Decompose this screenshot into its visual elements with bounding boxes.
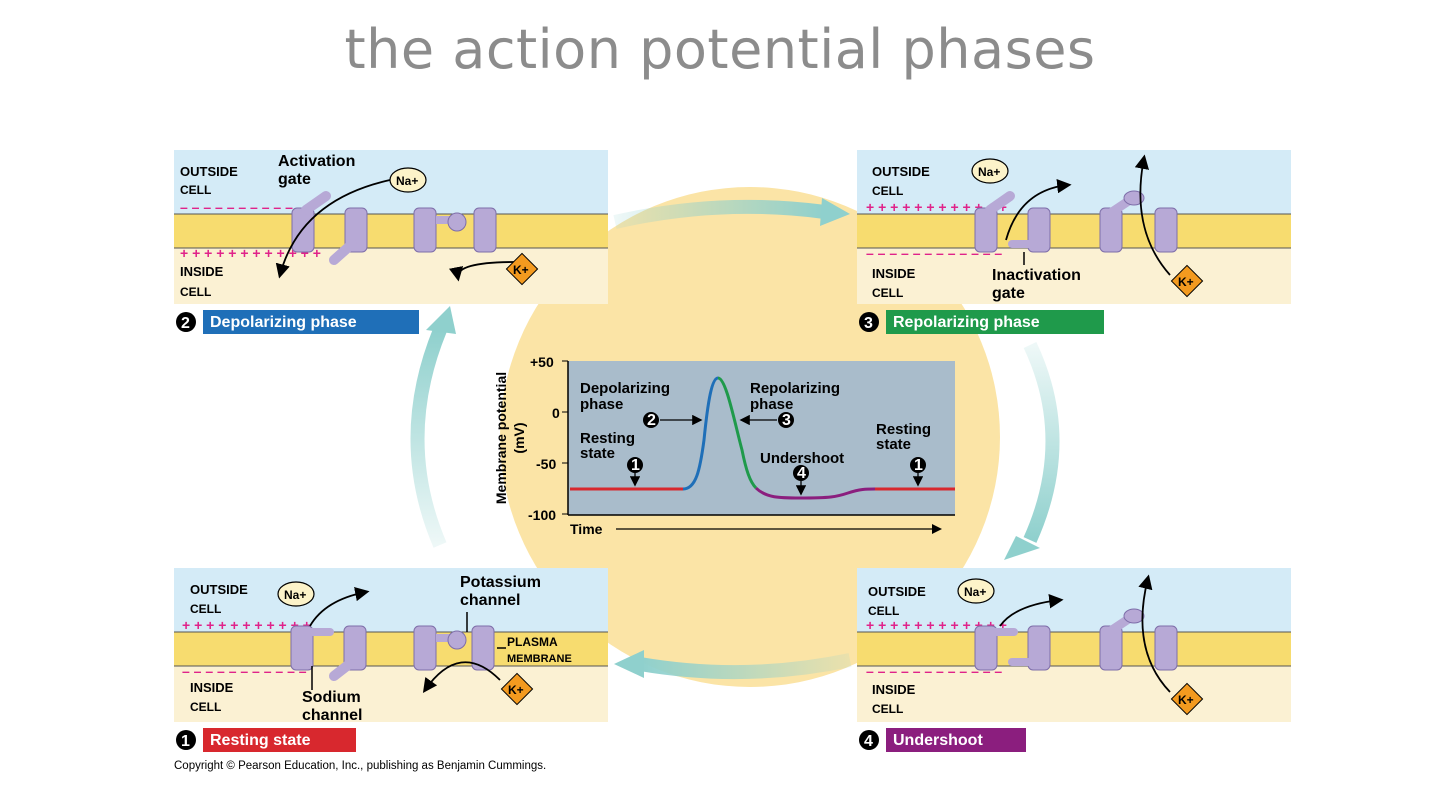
inside-label: Inside bbox=[190, 680, 234, 695]
undershoot-segment bbox=[754, 486, 876, 500]
charge-outside: – – – – – – – – – – – bbox=[180, 199, 305, 215]
panel-number: 3 bbox=[864, 315, 873, 332]
repolarizing-annotation-2: phase bbox=[750, 396, 793, 413]
resting-annotation: Resting bbox=[580, 430, 635, 447]
na-ion: Na+ bbox=[964, 585, 986, 599]
inside-label: Inside bbox=[872, 266, 916, 281]
y-axis-unit: (mV) bbox=[511, 422, 527, 453]
time-arrow-head bbox=[932, 524, 942, 534]
inside-cell-label: cell bbox=[872, 286, 903, 300]
cycle-arrow-head-bottom bbox=[614, 650, 644, 678]
inside-cell-label: cell bbox=[872, 702, 903, 716]
inactivation-gate-label-2: gate bbox=[992, 285, 1025, 302]
cycle-arrows bbox=[410, 198, 1060, 680]
panel-number: 2 bbox=[181, 315, 190, 332]
potassium-channel-label-2: channel bbox=[460, 592, 520, 609]
outside-cell-label: cell bbox=[868, 604, 899, 618]
depolarizing-annotation: Depolarizing bbox=[580, 380, 670, 397]
tick-label: -100 bbox=[528, 507, 556, 523]
potassium-channel-label: Potassium bbox=[460, 574, 541, 591]
outside-cell-label: cell bbox=[872, 184, 903, 198]
tick-label: -50 bbox=[536, 456, 556, 472]
plasma-membrane-label: Plasma bbox=[507, 635, 558, 649]
resting-annotation-right-2: state bbox=[876, 436, 911, 453]
outside-cell-label: cell bbox=[190, 602, 221, 616]
k-ion: K+ bbox=[1178, 693, 1194, 707]
inside-label: Inside bbox=[180, 264, 224, 279]
svg-text:+ + + + +: + + + + + + + + + + + + bbox=[866, 617, 1007, 633]
svg-text:– – – – –: – – – – – – – – – – – – bbox=[866, 663, 1002, 679]
na-ion: Na+ bbox=[284, 588, 306, 602]
outside-label: Outside bbox=[190, 582, 248, 597]
undershoot-annotation: Undershoot bbox=[760, 450, 844, 467]
tick-label: 0 bbox=[552, 405, 560, 421]
k-ion: K+ bbox=[1178, 275, 1194, 289]
repolarizing-annotation: Repolarizing bbox=[750, 380, 840, 397]
x-axis-label: Time bbox=[570, 521, 603, 537]
na-ion: Na+ bbox=[978, 165, 1000, 179]
activation-gate-label-2: gate bbox=[278, 171, 311, 188]
tick-label: +50 bbox=[530, 354, 554, 370]
k-ion: K+ bbox=[513, 263, 529, 277]
marker-4: 4 bbox=[797, 465, 806, 482]
inside-cell-label: cell bbox=[180, 285, 211, 299]
phase-label: Depolarizing phase bbox=[210, 314, 357, 331]
svg-text:+ + + + +: + + + + + + + + + + + bbox=[182, 617, 311, 633]
outside-label: Outside bbox=[180, 164, 238, 179]
inactivation-gate-label: Inactivation bbox=[992, 267, 1081, 284]
y-axis-label: Membrane potential bbox=[493, 372, 509, 504]
inside-label: Inside bbox=[872, 682, 916, 697]
marker-1: 1 bbox=[631, 457, 640, 474]
svg-text:– – – – –: – – – – – – – – – – – – bbox=[866, 245, 1002, 261]
phase-label: Repolarizing phase bbox=[893, 314, 1040, 331]
svg-text:– – – – –: – – – – – – – – – – – bbox=[182, 663, 307, 679]
outside-label: Outside bbox=[872, 164, 930, 179]
inside-cell-label: cell bbox=[190, 700, 221, 714]
marker-2: 2 bbox=[647, 412, 656, 429]
repolarizing-segment bbox=[717, 376, 758, 490]
resting-annotation-2: state bbox=[580, 445, 615, 462]
panel-resting: + + + + + + + + + + + – – – – – – – – – … bbox=[174, 568, 608, 752]
phase-label: Undershoot bbox=[893, 732, 983, 749]
panel-undershoot: + + + + + + + + + + + + – – – – – – – – … bbox=[857, 568, 1291, 752]
k-ion: K+ bbox=[508, 683, 524, 697]
slide-title: the action potential phases bbox=[344, 18, 1096, 81]
marker-3: 3 bbox=[782, 412, 791, 429]
marker-1-right: 1 bbox=[914, 457, 923, 474]
resting-annotation-right: Resting bbox=[876, 421, 931, 438]
copyright-notice: Copyright © Pearson Education, Inc., pub… bbox=[174, 760, 547, 772]
depolarizing-annotation-2: phase bbox=[580, 396, 623, 413]
activation-gate-label: Activation bbox=[278, 153, 355, 170]
panel-depolarizing: – – – – – – – – – – – + + + + + + + + + … bbox=[174, 150, 608, 334]
cycle-arrow-head-left bbox=[426, 306, 456, 334]
plasma-membrane-label-2: membrane bbox=[507, 653, 572, 665]
panel-number: 1 bbox=[181, 733, 190, 750]
cycle-arrow-head-right bbox=[1004, 536, 1040, 560]
membrane-potential-graph: +50 0 -50 -100 Membrane potential (mV) T… bbox=[493, 354, 955, 537]
outside-cell-label: cell bbox=[180, 183, 211, 197]
phase-label: Resting state bbox=[210, 732, 311, 749]
panel-repolarizing: + + + + + + + + + + + + – – – – – – – – … bbox=[857, 150, 1291, 334]
depolarizing-segment bbox=[682, 376, 719, 491]
sodium-channel-label-2: channel bbox=[302, 707, 362, 724]
cycle-arrow-head-top bbox=[820, 198, 850, 226]
svg-text:+ + + + +: + + + + + + + + + + + + bbox=[866, 199, 1007, 215]
na-ion: Na+ bbox=[396, 174, 418, 188]
panel-number: 4 bbox=[864, 733, 873, 750]
sodium-channel-label: Sodium bbox=[302, 689, 361, 706]
outside-label: Outside bbox=[868, 584, 926, 599]
